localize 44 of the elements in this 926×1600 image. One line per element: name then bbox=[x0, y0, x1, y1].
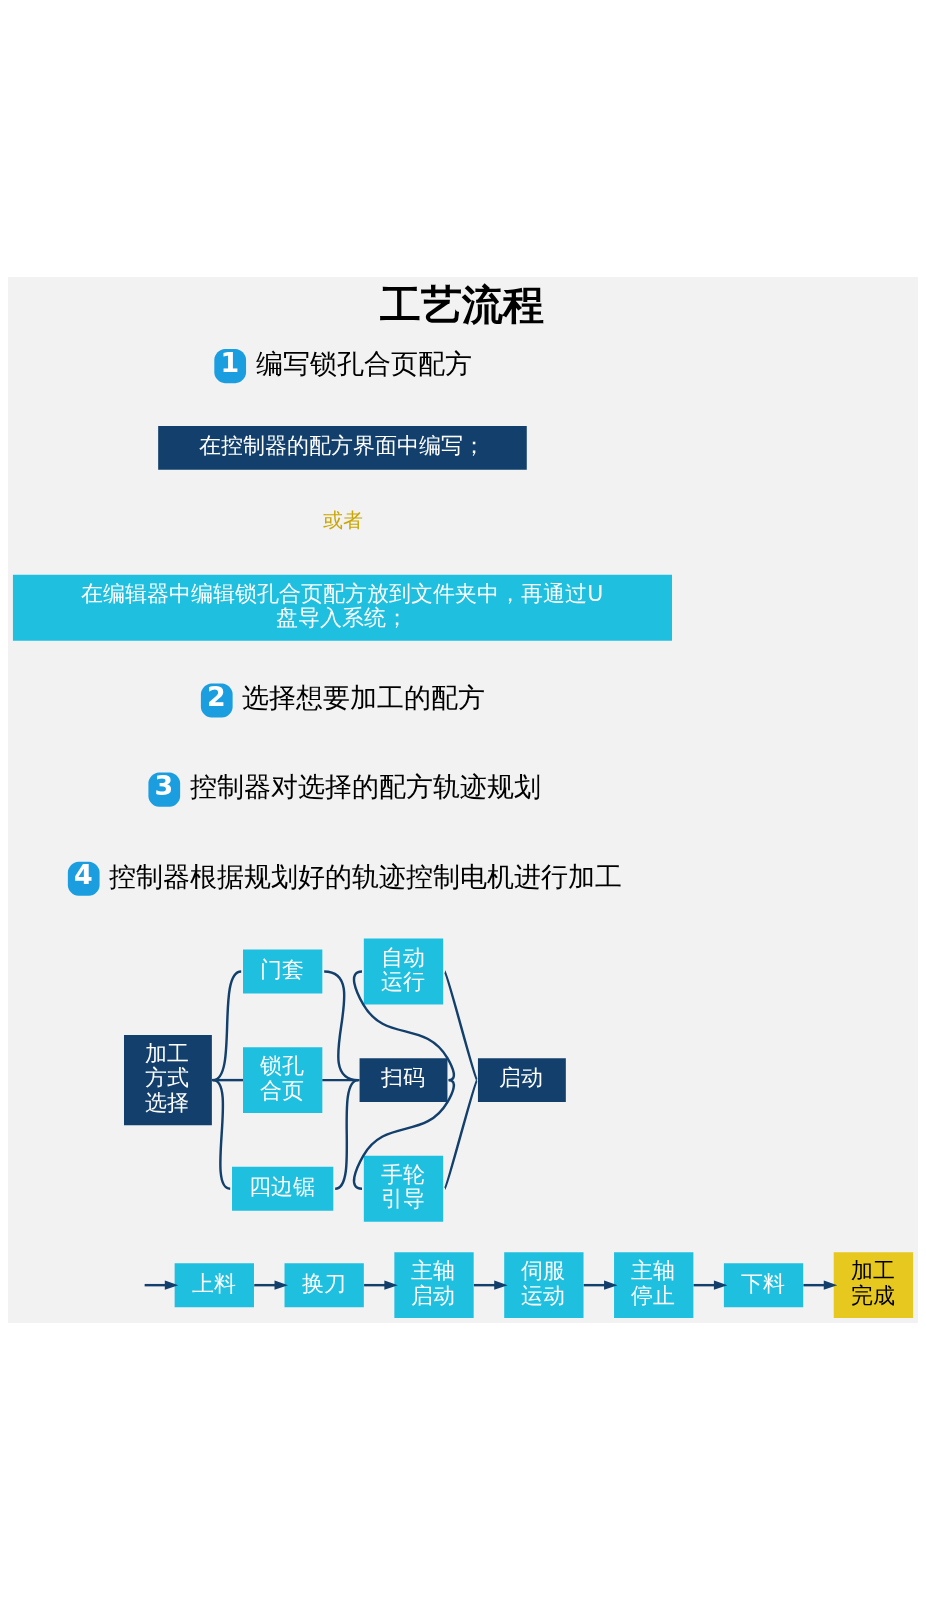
connector bbox=[211, 1078, 243, 1082]
node-box: 主轴停止 bbox=[614, 1252, 694, 1319]
label: 3 bbox=[154, 770, 174, 802]
connector bbox=[212, 970, 242, 1082]
node-box: 换刀 bbox=[284, 1263, 364, 1308]
node-box: 手轮引导 bbox=[363, 1155, 444, 1222]
arrow bbox=[583, 1280, 618, 1290]
label: 选择想要加工的配方 bbox=[242, 682, 486, 714]
diagram-title: 工艺流程 bbox=[380, 279, 544, 329]
label: 编写锁孔合页配方 bbox=[255, 347, 472, 379]
connector bbox=[352, 970, 456, 1082]
node-box: 在编辑器中编辑锁孔合页配方放到文件夹中，再通过U盘导入系统； bbox=[12, 574, 672, 641]
label: 4 bbox=[73, 859, 93, 891]
node-box: 主轴启动 bbox=[394, 1252, 474, 1319]
node-box: 锁孔合页 bbox=[243, 1047, 323, 1114]
arrow bbox=[803, 1280, 838, 1290]
node-box: 自动运行 bbox=[363, 938, 444, 1005]
connector bbox=[322, 1078, 360, 1082]
connector bbox=[443, 1079, 478, 1190]
node-box: 加工方式选择 bbox=[124, 1034, 212, 1126]
node-box: 上料 bbox=[174, 1263, 254, 1308]
label: 或者 bbox=[322, 508, 363, 532]
label: 控制器根据规划好的轨迹控制电机进行加工 bbox=[109, 860, 623, 892]
node-box: 扫码 bbox=[359, 1058, 448, 1103]
connector bbox=[443, 971, 478, 1081]
label: 2 bbox=[206, 681, 226, 713]
arrow bbox=[254, 1280, 288, 1290]
node-box: 启动 bbox=[477, 1058, 566, 1103]
arrow bbox=[473, 1280, 508, 1290]
connector bbox=[212, 1079, 231, 1190]
arrow bbox=[693, 1280, 728, 1290]
label: 1 bbox=[220, 346, 240, 378]
node-box: 在控制器的配方界面中编写； bbox=[158, 425, 527, 470]
node-box: 门套 bbox=[243, 949, 323, 994]
node-box: 四边锯 bbox=[232, 1166, 334, 1211]
arrow bbox=[364, 1280, 398, 1290]
node-box: 伺服运动 bbox=[504, 1252, 584, 1319]
node-box: 加工完成 bbox=[833, 1252, 914, 1319]
arrow bbox=[144, 1280, 179, 1290]
node-box: 下料 bbox=[723, 1263, 804, 1308]
connector bbox=[334, 1079, 359, 1190]
connector bbox=[323, 970, 359, 1082]
connector bbox=[352, 1078, 456, 1190]
label: 控制器对选择的配方轨迹规划 bbox=[189, 771, 541, 803]
